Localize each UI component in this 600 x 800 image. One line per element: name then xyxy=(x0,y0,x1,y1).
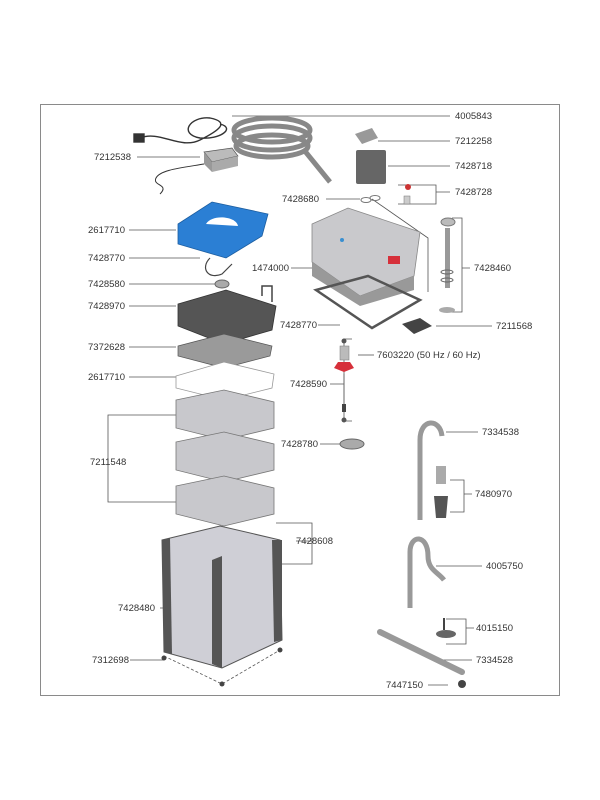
label-impeller-shaft: 7428590 xyxy=(290,379,327,390)
power-cord xyxy=(133,117,228,144)
label-grid-plate: 7372628 xyxy=(88,342,125,353)
label-inlet-tube-set: 7428460 xyxy=(474,263,511,274)
diagram-frame xyxy=(40,104,560,696)
label-intake-tube: 7334538 xyxy=(482,427,519,438)
pump-head xyxy=(311,207,423,330)
leader-suction xyxy=(446,618,474,645)
outlet-bend xyxy=(407,536,446,608)
label-top-basket: 7428970 xyxy=(88,301,125,312)
leader-strainer xyxy=(450,479,472,513)
impeller xyxy=(334,338,354,423)
label-clamps: 7428608 xyxy=(296,536,333,547)
label-pad-blue: 2617710 xyxy=(88,225,125,236)
label-pad-white: 2617710 xyxy=(88,372,125,383)
canister xyxy=(161,525,283,687)
leader-inlet xyxy=(448,217,470,313)
label-impeller-cover: 7428780 xyxy=(281,439,318,450)
leader-seals-2 xyxy=(371,198,429,292)
label-feet: 7312698 xyxy=(92,655,129,666)
end-cap xyxy=(458,680,466,688)
label-outlet-bend: 4005750 xyxy=(486,561,523,572)
label-footer-plug: 7211568 xyxy=(496,321,533,332)
vent-button xyxy=(214,279,230,289)
blue-pad xyxy=(177,201,269,259)
suction-cup xyxy=(436,618,456,638)
label-spray-bar: 7334528 xyxy=(476,655,513,666)
intake-tube xyxy=(417,420,445,520)
label-valve-parts: 7428728 xyxy=(455,187,492,198)
label-adapter-seals: 7428680 xyxy=(282,194,319,205)
top-basket xyxy=(177,285,277,345)
label-gasket-small: 7428770 xyxy=(88,253,125,264)
label-adapter-block: 7428718 xyxy=(455,161,492,172)
white-pad xyxy=(175,361,275,401)
label-intake-strainer: 7480970 xyxy=(475,489,512,500)
power-supply xyxy=(154,147,239,195)
label-end-cap: 7447150 xyxy=(386,680,423,691)
hose-coil xyxy=(231,115,332,184)
grid-plate xyxy=(177,333,273,369)
label-impeller: 7603220 (50 Hz / 60 Hz) xyxy=(377,350,481,361)
footer-plug xyxy=(402,318,432,334)
adapter-block xyxy=(355,128,411,205)
leader-clamps xyxy=(276,522,313,565)
leader-valve xyxy=(398,184,450,205)
label-tap-clip: 7212258 xyxy=(455,136,492,147)
label-canister: 7428480 xyxy=(118,603,155,614)
inlet-tube-set xyxy=(439,217,456,313)
label-vent-button: 7428580 xyxy=(88,279,125,290)
label-main-gasket: 7428770 xyxy=(280,320,317,331)
label-baskets: 7211548 xyxy=(90,457,127,468)
label-suction-cup: 4015150 xyxy=(476,623,513,634)
intake-strainer xyxy=(434,466,448,518)
label-pump-head: 1474000 xyxy=(252,263,289,274)
label-power-supply: 7212538 xyxy=(94,152,131,163)
leader-baskets xyxy=(107,414,176,503)
media-baskets xyxy=(175,389,275,527)
label-hose: 4005843 xyxy=(455,111,492,122)
small-gasket xyxy=(205,257,233,277)
impeller-cover xyxy=(339,438,365,450)
spray-bar xyxy=(377,629,465,675)
